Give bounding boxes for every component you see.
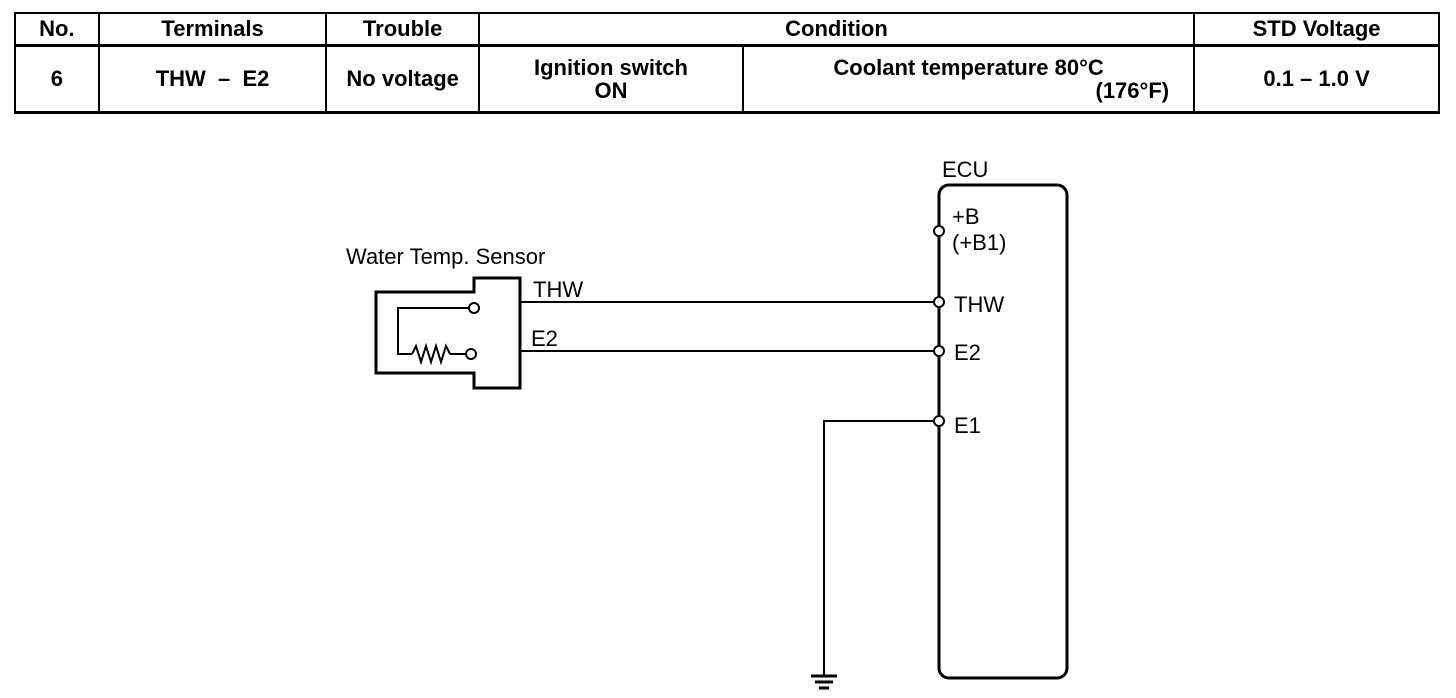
sensor-thw-terminal [468,302,480,314]
cell-std-voltage: 0.1 – 1.0 V [1193,44,1440,114]
ecu-pin-e1-label: E1 [954,413,981,438]
thermistor-resistor-icon [411,342,451,366]
terminals-text: THW – E2 [155,66,270,92]
e1-ground-wire [823,420,934,676]
header-terminals: Terminals [97,12,328,47]
ground-icon [811,674,837,690]
ecu-pin-b-label: +B [952,204,980,229]
cell-trouble: No voltage [325,44,480,114]
cell-terminals: THW – E2 [97,44,328,114]
sensor-e2-label: E2 [531,326,558,351]
header-trouble: Trouble [325,12,480,47]
sensor-housing [374,276,522,390]
ecu-pin-e2-terminal [933,345,945,357]
cell-no: 6 [14,44,100,114]
condition-switch-line2: ON [594,78,628,103]
table-header-row: No. Terminals Trouble Condition STD Volt… [14,12,1440,47]
sensor-e2-terminal [465,348,477,360]
sensor-thw-label: THW [533,277,583,302]
cell-condition-switch: Ignition switch ON [477,44,745,114]
table-row: 6 THW – E2 No voltage Ignition switch ON… [14,44,1440,114]
sensor-label: Water Temp. Sensor [346,244,545,269]
header-condition: Condition [477,12,1196,47]
ecu-box [937,183,1069,680]
cell-condition-temperature: Coolant temperature 80°C (176°F) [742,44,1196,114]
header-std-voltage: STD Voltage [1193,12,1440,47]
ecu-label: ECU [942,157,988,182]
ecu-pin-b-terminal [933,225,945,237]
header-no: No. [14,12,100,47]
ecu-pin-e1-terminal [933,415,945,427]
ecu-pin-thw-terminal [933,296,945,308]
sensor-internal-wire [397,307,470,355]
ecu-pin-b1-label: (+B1) [952,230,1006,255]
spec-table: No. Terminals Trouble Condition STD Volt… [14,12,1440,114]
condition-temp-line1: Coolant temperature 80°C [833,54,1104,80]
ecu-pin-thw-label: THW [954,292,1004,317]
condition-temp-line2: (176°F) [1095,78,1170,103]
condition-switch-line1: Ignition switch [533,54,688,80]
ecu-pin-e2-label: E2 [954,340,981,365]
